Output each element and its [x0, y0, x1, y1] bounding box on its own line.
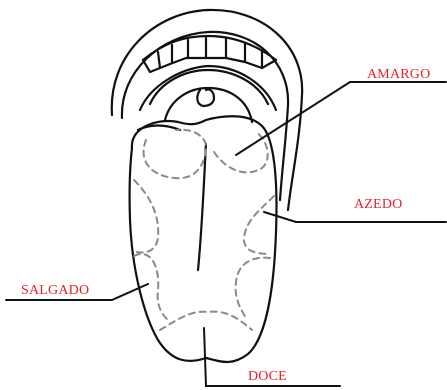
leader-azedo	[264, 212, 446, 222]
zone-salty-right	[236, 258, 270, 318]
zone-bitter-left	[144, 130, 207, 178]
zone-sour-right	[244, 196, 274, 254]
uvula	[197, 89, 214, 106]
label-azedo: AZEDO	[354, 197, 402, 213]
label-amargo: AMARGO	[367, 67, 430, 83]
zone-sour-left	[134, 180, 158, 252]
teeth-outline	[143, 36, 276, 60]
label-salgado: SALGADO	[21, 283, 89, 299]
label-doce: DOCE	[248, 369, 287, 385]
tongue-outline	[130, 116, 277, 362]
zone-sweet	[160, 312, 252, 330]
